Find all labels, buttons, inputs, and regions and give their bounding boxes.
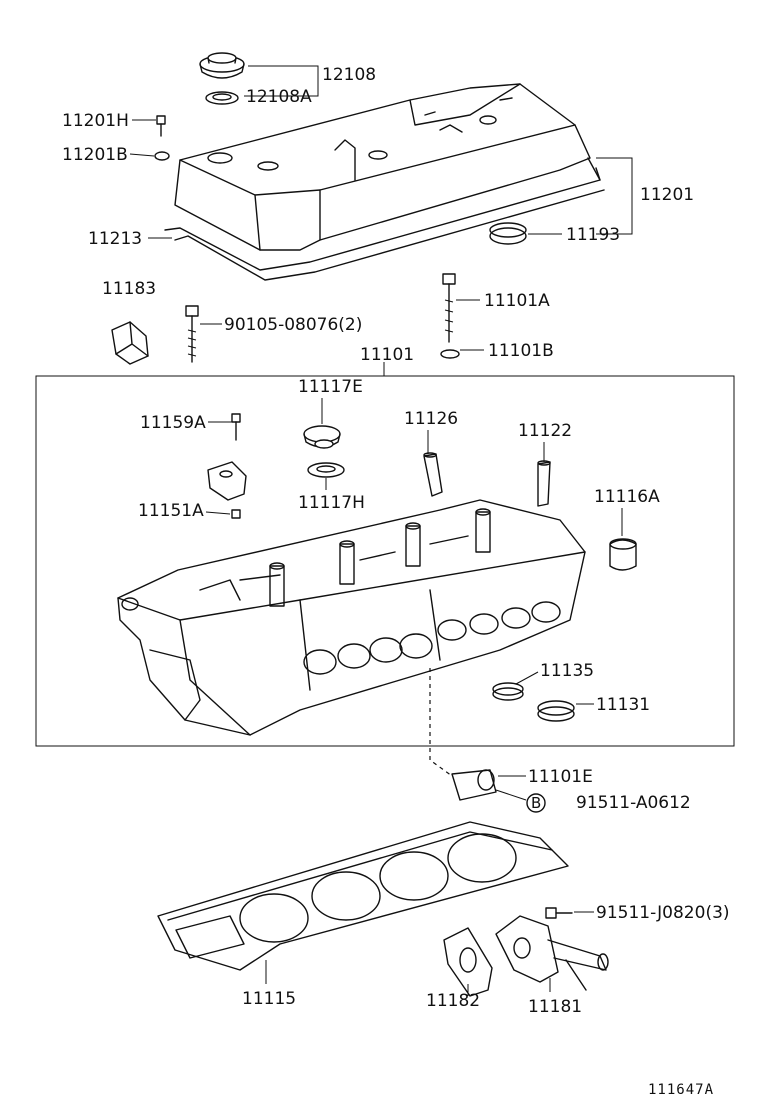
leader-11201B — [129, 153, 155, 157]
label-11181: 11181 — [528, 997, 582, 1017]
label-11183: 11183 — [102, 279, 156, 299]
water-outlet-gasket — [443, 927, 493, 997]
circle-b-text: B — [531, 794, 541, 812]
label-11117E: 11117E — [298, 377, 363, 397]
label-91511-A0612: 91511-A0612 — [576, 793, 691, 813]
leader-11151A — [205, 511, 231, 515]
label-11115: 11115 — [242, 989, 296, 1009]
label-11126: 11126 — [404, 409, 458, 429]
label-11135: 11135 — [540, 661, 594, 681]
leader-12108 — [244, 65, 319, 97]
head-bolt-short — [185, 305, 199, 363]
valve-cover — [174, 83, 591, 251]
assembly-box — [35, 375, 735, 747]
cup-plug — [609, 538, 637, 571]
cam-plug-seal-large — [537, 700, 575, 722]
label-11201B: 11201B — [62, 145, 128, 165]
label-11101A: 11101A — [484, 291, 550, 311]
cover-bolt — [156, 115, 166, 137]
outlet-bolt — [545, 907, 573, 919]
label-12108A: 12108A — [246, 87, 312, 107]
leader-11135 — [515, 671, 539, 685]
head-gasket — [157, 821, 569, 971]
oil-filler-cap — [199, 52, 245, 79]
valve-guide-bushing-b — [537, 460, 551, 507]
bracket-bolt — [231, 413, 241, 441]
circle-b-badge — [526, 793, 546, 813]
label-11151A: 11151A — [138, 501, 204, 521]
dashed-reference — [429, 668, 453, 777]
label-11201: 11201 — [640, 185, 694, 205]
label-11122: 11122 — [518, 421, 572, 441]
label-11201H: 11201H — [62, 111, 129, 131]
stud-bolt — [451, 769, 497, 801]
head-bolt-washer — [440, 349, 460, 359]
cam-plug-seal-small — [492, 682, 524, 701]
label-11116A: 11116A — [594, 487, 660, 507]
label-91511-J0820: 91511-J0820(3) — [596, 903, 730, 923]
label-11182: 11182 — [426, 991, 480, 1011]
valve-cover-gasket — [164, 157, 605, 281]
label-11101B: 11101B — [488, 341, 554, 361]
label-11213: 11213 — [88, 229, 142, 249]
label-11193: 11193 — [566, 225, 620, 245]
head-bolt-long — [442, 273, 456, 343]
label-11131: 11131 — [596, 695, 650, 715]
leader-91511A — [495, 789, 527, 801]
label-90105-08076: 90105-08076(2) — [224, 315, 362, 335]
oil-filler-gasket — [205, 91, 239, 105]
label-12108: 12108 — [322, 65, 376, 85]
label-11101: 11101 — [360, 345, 414, 365]
valve-guide-bushing-a — [423, 452, 443, 497]
leader-11201 — [596, 157, 633, 235]
label-11101E: 11101E — [528, 767, 593, 787]
label-11117H: 11117H — [298, 493, 365, 513]
head-plug-gasket — [307, 462, 345, 478]
diagram-code: 111647A — [648, 1082, 714, 1098]
water-outlet — [495, 915, 609, 991]
cylinder-head — [117, 499, 586, 736]
label-11159A: 11159A — [140, 413, 206, 433]
cam-bearing-bracket — [207, 461, 247, 501]
straight-pin — [231, 509, 241, 519]
cover-grommet — [154, 151, 170, 161]
head-plug — [303, 425, 341, 449]
semi-circular-plug — [111, 321, 149, 365]
plug-seal — [489, 222, 527, 245]
